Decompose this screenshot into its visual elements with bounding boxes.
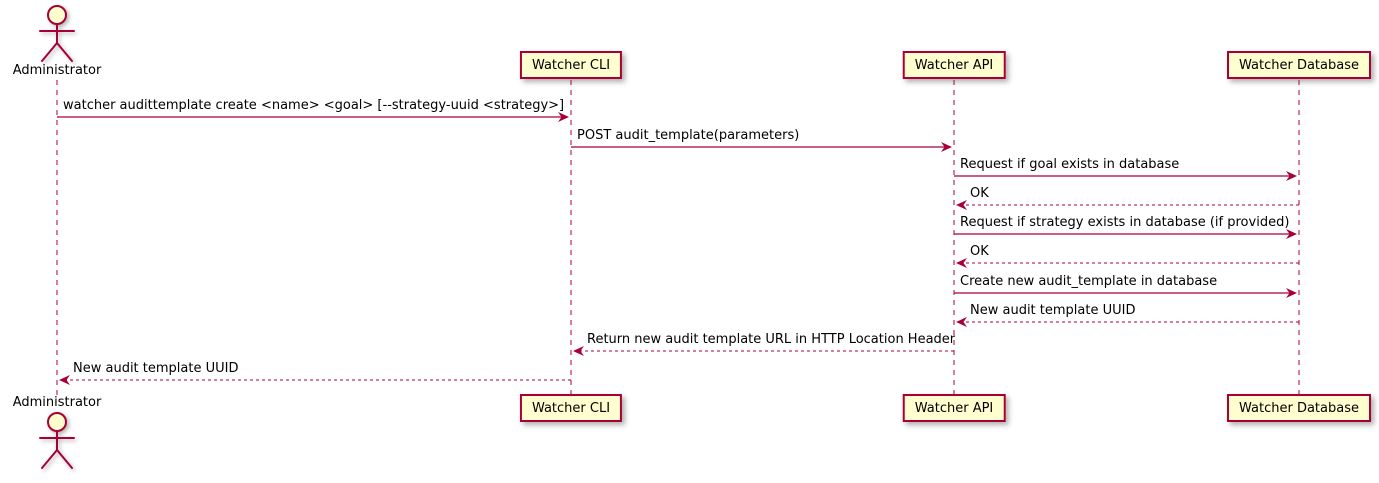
message-arrowhead-icon-3 (1286, 171, 1297, 181)
message-arrowhead-icon-9 (573, 346, 584, 356)
participant-box-watcher-database-top: Watcher Database (1227, 51, 1371, 79)
participant-box-watcher-cli-top: Watcher CLI (519, 51, 623, 79)
message-label-5: Request if strategy exists in database (… (960, 215, 1290, 230)
participant-box-watcher-database-bottom: Watcher Database (1227, 394, 1371, 422)
message-arrowhead-icon-2 (941, 142, 952, 152)
message-label-8: New audit template UUID (970, 303, 1136, 318)
message-arrowhead-icon-8 (956, 317, 967, 327)
participant-box-watcher-api-top: Watcher API (902, 51, 1006, 79)
message-label-2: POST audit_template(parameters) (577, 128, 800, 143)
message-label-3: Request if goal exists in database (960, 157, 1180, 172)
message-arrowhead-icon-1 (558, 112, 569, 122)
message-arrowhead-icon-5 (1286, 229, 1297, 239)
participant-box-watcher-cli-bottom: Watcher CLI (519, 394, 623, 422)
message-label-10: New audit template UUID (73, 361, 239, 376)
message-label-1: watcher audittemplate create <name> <goa… (63, 98, 565, 113)
message-label-7: Create new audit_template in database (960, 274, 1218, 289)
message-arrowhead-icon-4 (956, 200, 967, 210)
message-label-4: OK (970, 186, 989, 201)
participant-box-watcher-api-bottom: Watcher API (902, 394, 1006, 422)
actor-label-administrator-top: Administrator (12, 63, 102, 78)
message-arrowhead-icon-6 (956, 258, 967, 268)
message-arrowhead-icon-10 (59, 375, 70, 385)
actor-label-administrator-bottom: Administrator (12, 395, 102, 410)
message-label-9: Return new audit template URL in HTTP Lo… (587, 332, 956, 347)
message-arrowhead-icon-7 (1286, 288, 1297, 298)
actor-icon-administrator-top (39, 5, 75, 62)
message-label-6: OK (970, 244, 989, 259)
actor-icon-administrator-bottom (39, 412, 75, 469)
